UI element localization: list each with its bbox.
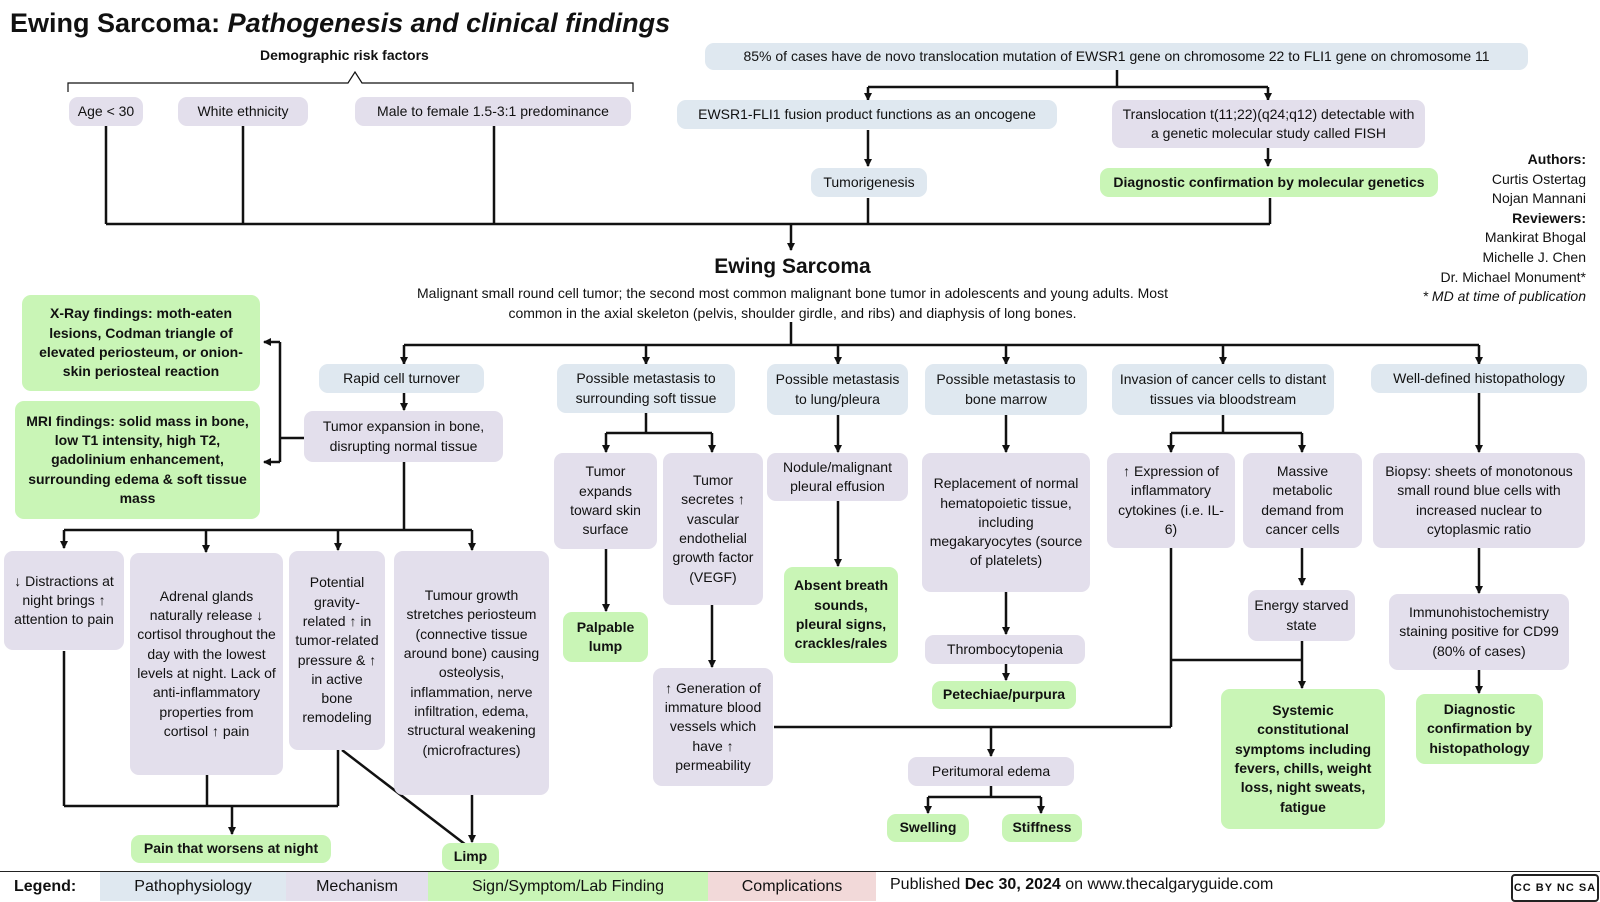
node-petechiae: Petechiae/purpura xyxy=(932,681,1076,709)
node-adrenal-cortisol: Adrenal glands naturally release ↓ corti… xyxy=(130,553,283,775)
title-subtitle: Pathogenesis and clinical findings xyxy=(227,8,671,38)
credits: Authors: Curtis Ostertag Nojan Mannani R… xyxy=(1423,150,1586,307)
node-age: Age < 30 xyxy=(69,97,143,126)
node-palpable-lump: Palpable lump xyxy=(563,612,648,662)
node-invasion-bloodstream: Invasion of cancer cells to distant tiss… xyxy=(1112,364,1334,415)
node-metastasis-soft-tissue: Possible metastasis to surrounding soft … xyxy=(557,364,735,413)
footer-published: Published Dec 30, 2024 on www.thecalgary… xyxy=(890,876,1273,894)
legend-sign-symptom: Sign/Symptom/Lab Finding xyxy=(428,872,708,901)
node-peritumoral-edema: Peritumoral edema xyxy=(908,757,1074,786)
node-distractions: ↓ Distractions at night brings ↑ attenti… xyxy=(4,551,124,650)
node-tumorigenesis: Tumorigenesis xyxy=(811,168,927,197)
node-translocation: 85% of cases have de novo translocation … xyxy=(705,43,1528,70)
node-immature-vessels: ↑ Generation of immature blood vessels w… xyxy=(653,668,773,786)
ewing-sarcoma-description: Malignant small round cell tumor; the se… xyxy=(417,285,1168,321)
cc-license-icon: CC BY NC SA xyxy=(1511,874,1599,902)
authors-label: Authors: xyxy=(1527,151,1586,167)
reviewer: Michelle J. Chen xyxy=(1482,248,1587,265)
node-marrow-replacement: Replacement of normal hematopoietic tiss… xyxy=(922,453,1090,592)
node-inflammatory-cytokines: ↑ Expression of inflammatory cytokines (… xyxy=(1107,453,1235,548)
node-ethnicity: White ethnicity xyxy=(178,97,308,126)
node-metabolic-demand: Massive metabolic demand from cancer cel… xyxy=(1243,453,1362,548)
node-rapid-turnover: Rapid cell turnover xyxy=(319,364,484,393)
node-pain-at-night: Pain that worsens at night xyxy=(131,835,331,863)
title-main: Ewing Sarcoma: xyxy=(10,8,221,38)
node-periosteum-stretch: Tumour growth stretches periosteum (conn… xyxy=(394,551,549,795)
node-absent-breath-sounds: Absent breath sounds, pleural signs, cra… xyxy=(784,567,898,663)
credits-note: * MD at time of publication xyxy=(1422,288,1586,305)
node-limp: Limp xyxy=(442,843,499,870)
node-fusion-oncogene: EWSR1-FLI1 fusion product functions as a… xyxy=(677,100,1057,129)
legend-complications: Complications xyxy=(708,872,876,901)
reviewer: Mankirat Bhogal xyxy=(1484,229,1586,246)
reviewers-label: Reviewers: xyxy=(1512,209,1586,226)
node-gravity-pressure: Potential gravity-related ↑ in tumor-rel… xyxy=(289,551,385,750)
author: Nojan Mannani xyxy=(1491,190,1586,207)
node-mri-findings: MRI findings: solid mass in bone, low T1… xyxy=(15,401,260,519)
legend-mechanism: Mechanism xyxy=(286,872,428,901)
node-immunohistochemistry: Immunohistochemistry staining positive f… xyxy=(1389,594,1569,670)
node-sex-ratio: Male to female 1.5-3:1 predominance xyxy=(355,97,631,126)
node-thrombocytopenia: Thrombocytopenia xyxy=(925,635,1085,664)
node-dx-histopathology: Diagnostic confirmation by histopatholog… xyxy=(1416,694,1543,764)
node-vegf: Tumor secretes ↑ vascular endothelial gr… xyxy=(663,453,763,605)
node-metastasis-bone-marrow: Possible metastasis to bone marrow xyxy=(925,364,1087,415)
footer-prefix: Published xyxy=(890,876,965,893)
footer-suffix: on www.thecalgaryguide.com xyxy=(1060,876,1274,893)
node-tumor-expands-skin: Tumor expands toward skin surface xyxy=(554,453,657,549)
node-metastasis-lung: Possible metastasis to lung/pleura xyxy=(767,364,908,415)
legend: Legend: Pathophysiology Mechanism Sign/S… xyxy=(0,871,1600,901)
node-tumor-expansion: Tumor expansion in bone, disrupting norm… xyxy=(304,411,503,462)
node-energy-starved: Energy starved state xyxy=(1248,590,1355,641)
node-systemic-symptoms: Systemic constitutional symptoms includi… xyxy=(1221,689,1385,829)
node-stiffness: Stiffness xyxy=(1002,814,1082,842)
node-xray-findings: X-Ray findings: moth-eaten lesions, Codm… xyxy=(22,295,260,391)
author: Curtis Ostertag xyxy=(1491,170,1586,187)
node-pleural-effusion: Nodule/malignant pleural effusion xyxy=(767,453,908,501)
reviewer: Dr. Michael Monument* xyxy=(1440,268,1586,285)
node-histopathology: Well-defined histopathology xyxy=(1371,364,1587,393)
ewing-sarcoma-title: Ewing Sarcoma xyxy=(714,255,871,278)
node-biopsy: Biopsy: sheets of monotonous small round… xyxy=(1373,453,1585,548)
node-dx-molecular: Diagnostic confirmation by molecular gen… xyxy=(1100,168,1438,197)
page-title: Ewing Sarcoma: Pathogenesis and clinical… xyxy=(10,8,670,39)
legend-pathophysiology: Pathophysiology xyxy=(100,872,286,901)
demographics-header: Demographic risk factors xyxy=(260,47,429,63)
footer-date: Dec 30, 2024 xyxy=(964,876,1061,893)
node-swelling: Swelling xyxy=(887,814,969,842)
legend-label: Legend: xyxy=(14,877,77,895)
node-fish: Translocation t(11;22)(q24;q12) detectab… xyxy=(1112,100,1425,148)
